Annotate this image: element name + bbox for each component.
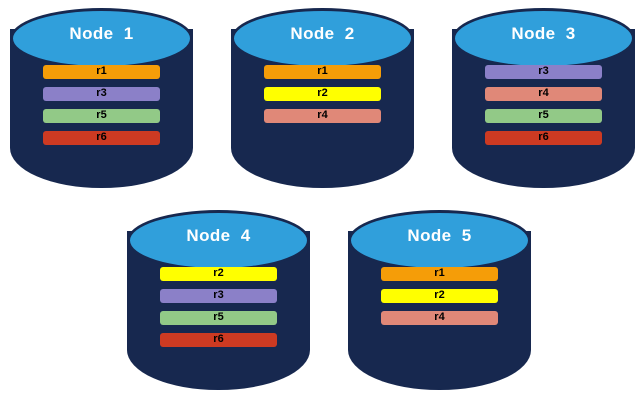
replica-bar[interactable]: r3 bbox=[160, 289, 277, 303]
replica-bar[interactable]: r3 bbox=[43, 87, 160, 101]
replica-label: r4 bbox=[434, 311, 445, 323]
replica-list: r1 r2 r4 bbox=[381, 267, 498, 325]
replica-bar[interactable]: r1 bbox=[264, 65, 381, 79]
replica-bar[interactable]: r1 bbox=[381, 267, 498, 281]
replica-list: r2 r3 r5 r6 bbox=[160, 267, 277, 347]
replica-bar[interactable]: r2 bbox=[381, 289, 498, 303]
replica-list: r1 r2 r4 bbox=[264, 65, 381, 123]
replica-bar[interactable]: r4 bbox=[381, 311, 498, 325]
cylinder-top-icon bbox=[10, 8, 193, 69]
replica-label: r6 bbox=[96, 131, 107, 143]
replica-label: r1 bbox=[96, 65, 107, 77]
replica-label: r2 bbox=[434, 289, 445, 301]
replica-list: r3 r4 r5 r6 bbox=[485, 65, 602, 145]
replica-bar[interactable]: r6 bbox=[485, 131, 602, 145]
replica-label: r5 bbox=[96, 109, 107, 121]
cylinder-top-icon bbox=[127, 210, 310, 271]
replica-label: r3 bbox=[96, 87, 107, 99]
replica-bar[interactable]: r6 bbox=[160, 333, 277, 347]
replica-list: r1 r3 r5 r6 bbox=[43, 65, 160, 145]
cylinder-top-icon bbox=[348, 210, 531, 271]
replica-label: r3 bbox=[538, 65, 549, 77]
replica-label: r4 bbox=[317, 109, 328, 121]
replica-label: r3 bbox=[213, 289, 224, 301]
replica-label: r4 bbox=[538, 87, 549, 99]
replica-bar[interactable]: r4 bbox=[264, 109, 381, 123]
replica-label: r5 bbox=[213, 311, 224, 323]
replica-label: r2 bbox=[317, 87, 328, 99]
replica-bar[interactable]: r6 bbox=[43, 131, 160, 145]
replica-label: r2 bbox=[213, 267, 224, 279]
replica-label: r1 bbox=[434, 267, 445, 279]
replica-bar[interactable]: r5 bbox=[160, 311, 277, 325]
replica-label: r6 bbox=[538, 131, 549, 143]
cylinder-top-icon bbox=[452, 8, 635, 69]
replica-bar[interactable]: r2 bbox=[160, 267, 277, 281]
replica-bar[interactable]: r3 bbox=[485, 65, 602, 79]
replica-label: r1 bbox=[317, 65, 328, 77]
replica-bar[interactable]: r5 bbox=[485, 109, 602, 123]
cylinder-top-icon bbox=[231, 8, 414, 69]
replica-bar[interactable]: r1 bbox=[43, 65, 160, 79]
replica-label: r6 bbox=[213, 333, 224, 345]
replica-bar[interactable]: r4 bbox=[485, 87, 602, 101]
replica-bar[interactable]: r2 bbox=[264, 87, 381, 101]
replica-bar[interactable]: r5 bbox=[43, 109, 160, 123]
replica-label: r5 bbox=[538, 109, 549, 121]
